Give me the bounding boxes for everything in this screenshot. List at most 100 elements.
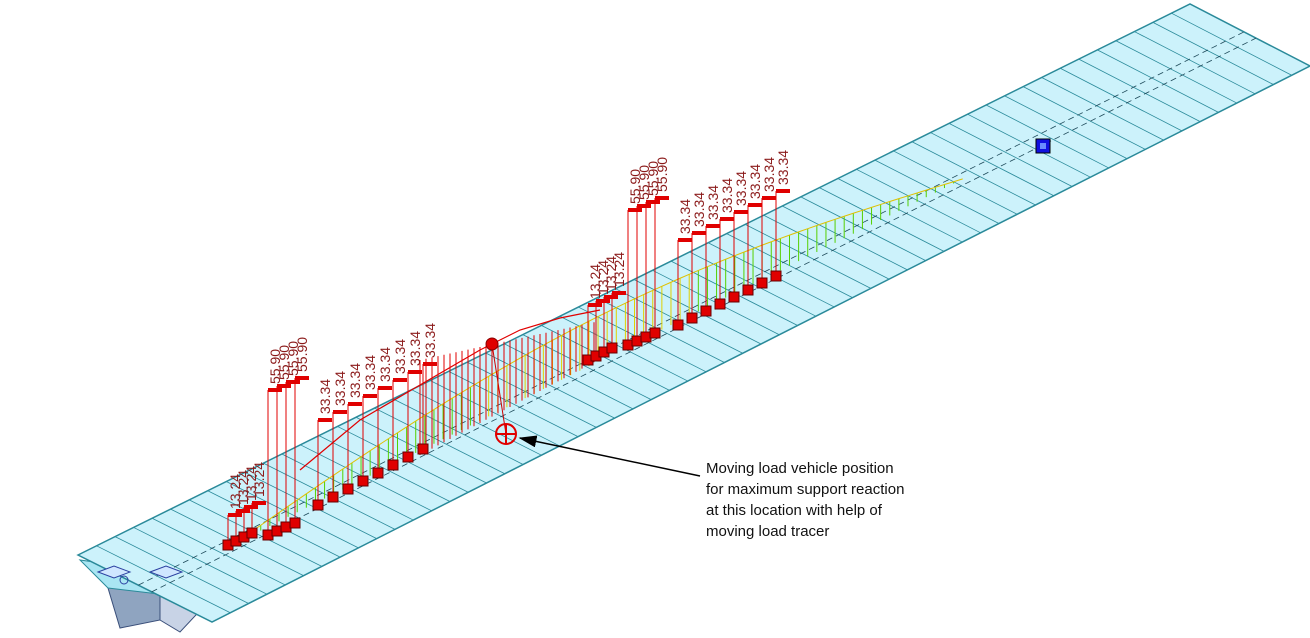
mesh-line (837, 178, 963, 243)
load-value-label: 55.90 (636, 165, 652, 200)
load-value-label: 33.34 (362, 355, 378, 390)
mesh-line (800, 196, 926, 261)
load-bar (678, 238, 692, 242)
load-node[interactable] (342, 483, 354, 495)
mesh-line (596, 297, 725, 363)
mesh-line (893, 150, 1018, 215)
load-bar (604, 295, 618, 299)
centerline (138, 31, 1245, 586)
load-value-label: 55.90 (276, 345, 292, 380)
load-value-label: 33.34 (407, 331, 423, 366)
load-bar (588, 303, 602, 307)
influence-curve (233, 178, 963, 545)
load-bar (244, 505, 258, 509)
mesh-line (948, 123, 1073, 187)
mesh-line (522, 334, 652, 400)
load-node[interactable] (357, 475, 369, 487)
load-node[interactable] (756, 277, 768, 289)
mesh-line (114, 536, 249, 604)
mesh-line (1078, 58, 1201, 122)
load-bar (762, 196, 776, 200)
load-bar (646, 200, 660, 204)
load-node[interactable] (728, 291, 740, 303)
mesh-line (541, 325, 670, 391)
load-value-label: 33.34 (775, 150, 791, 185)
load-value-label: 33.34 (761, 157, 777, 192)
mesh-line (374, 407, 505, 475)
mesh-line (1171, 12, 1292, 76)
load-node[interactable] (700, 305, 712, 317)
reaction-curve (299, 309, 601, 471)
mesh-line (429, 380, 560, 447)
load-value-label: 33.34 (377, 347, 393, 382)
load-value-label: 13.24 (243, 466, 259, 501)
load-node[interactable] (649, 327, 661, 339)
moving-load-vehicles: 13.2413.2413.2413.2455.9055.9055.9055.90… (222, 150, 791, 551)
callout-line: for maximum support reaction (706, 481, 905, 498)
load-bar (252, 501, 266, 505)
crosshair-target-icon[interactable] (495, 423, 517, 445)
load-value-label: 33.34 (392, 339, 408, 374)
callout-line: moving load tracer (706, 523, 830, 540)
load-value-label: 33.34 (691, 192, 707, 227)
load-node[interactable] (686, 312, 698, 324)
load-value-label: 13.24 (595, 260, 611, 295)
mesh-line (1134, 31, 1256, 95)
load-bar (423, 362, 437, 366)
mesh-line (930, 132, 1054, 197)
mesh-line (1060, 67, 1183, 132)
load-node[interactable] (714, 298, 726, 310)
callout-line: Moving load vehicle position (706, 460, 894, 477)
load-node[interactable] (672, 319, 684, 331)
load-bar (393, 378, 407, 382)
load-bar (692, 231, 706, 235)
load-value-label: 33.34 (317, 379, 333, 414)
influence-line-envelope (233, 178, 963, 545)
load-bar (776, 189, 790, 193)
mesh-line (244, 471, 377, 539)
load-value-label: 13.24 (227, 474, 243, 509)
load-value-label: 13.24 (235, 470, 251, 505)
load-node[interactable] (742, 284, 754, 296)
load-node[interactable] (289, 517, 301, 529)
load-value-label: 55.90 (294, 337, 310, 372)
load-node[interactable] (246, 527, 258, 539)
mesh-line (1041, 77, 1164, 141)
load-bar (318, 418, 332, 422)
load-bar (228, 513, 242, 517)
mesh-line (1152, 22, 1274, 85)
load-bar (720, 217, 734, 221)
load-node[interactable] (387, 459, 399, 471)
load-node[interactable] (606, 342, 618, 354)
load-value-label: 55.90 (267, 349, 283, 384)
load-value-label: 33.34 (677, 199, 693, 234)
load-bar (748, 203, 762, 207)
load-node[interactable] (327, 491, 339, 503)
mesh-line (967, 113, 1091, 178)
load-node[interactable] (770, 270, 782, 282)
mesh-line (1097, 49, 1219, 113)
load-value-label: 55.90 (645, 161, 661, 196)
load-bar (637, 204, 651, 208)
mesh-line (1023, 86, 1146, 150)
load-node[interactable] (417, 443, 429, 455)
mesh-line (985, 104, 1109, 169)
load-bar (277, 384, 291, 388)
load-value-label: 33.34 (733, 171, 749, 206)
load-bar (734, 210, 748, 214)
load-node[interactable] (372, 467, 384, 479)
load-value-label: 55.90 (627, 169, 643, 204)
load-value-label: 33.34 (747, 164, 763, 199)
load-node[interactable] (312, 499, 324, 511)
selected-node-marker[interactable] (1035, 138, 1051, 154)
load-bar (295, 376, 309, 380)
load-bar (348, 402, 362, 406)
load-value-label: 33.34 (422, 323, 438, 358)
load-node[interactable] (402, 451, 414, 463)
load-bar (408, 370, 422, 374)
support-point-marker[interactable] (485, 337, 507, 435)
